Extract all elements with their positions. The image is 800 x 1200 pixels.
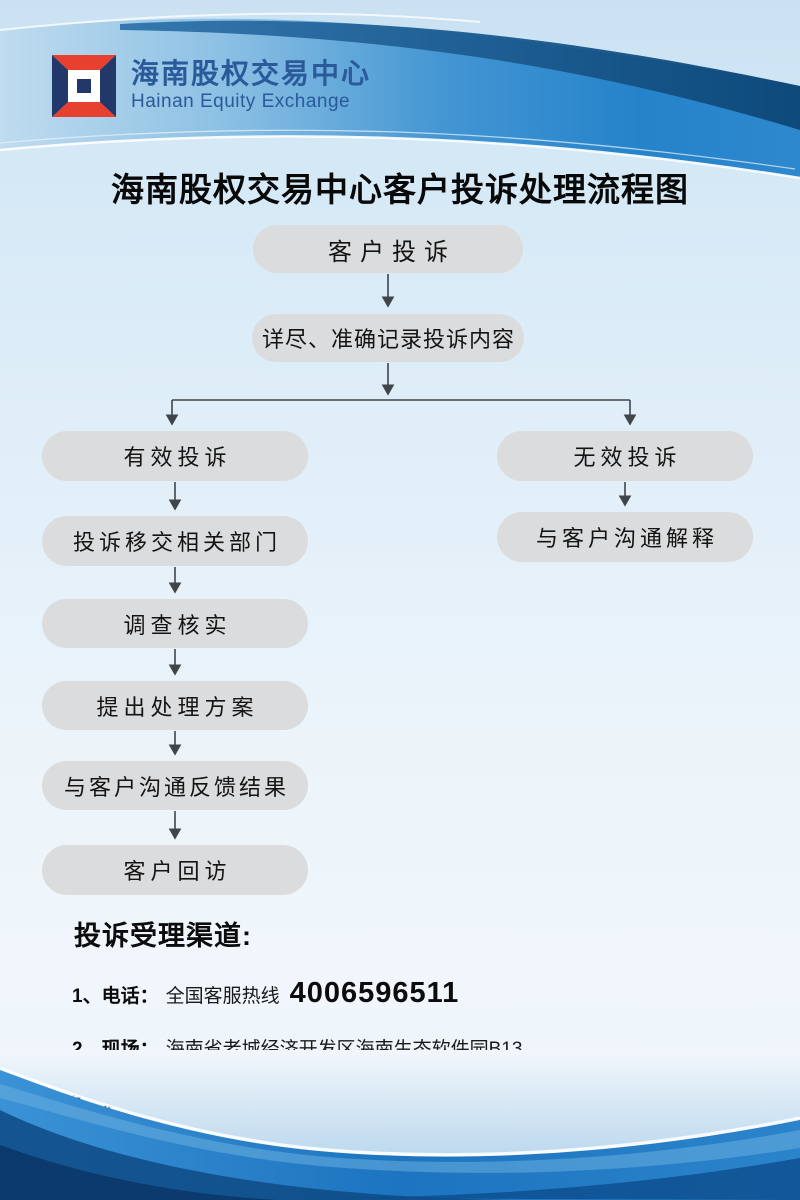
logo-name-en: Hainan Equity Exchange: [131, 90, 351, 112]
flow-node-feedback-result: 与客户沟通反馈结果: [42, 761, 308, 810]
flow-node-customer-complaint: 客户投诉: [253, 225, 523, 273]
logo-name-cn: 海南股权交易中心: [131, 57, 372, 89]
logo-text: 海南股权交易中心 Hainan Equity Exchange: [131, 57, 372, 114]
logo-mark-icon: [52, 55, 116, 117]
channel-phone-value: 4006596511: [289, 977, 460, 1009]
flow-node-propose-solution: 提出处理方案: [42, 681, 308, 730]
flow-node-explain-to-customer: 与客户沟通解释: [497, 512, 753, 562]
header-wave-graphic: [0, 12, 800, 180]
flow-node-transfer-department: 投诉移交相关部门: [42, 516, 308, 566]
flow-node-customer-followup: 客户回访: [42, 845, 308, 895]
flow-node-investigate-verify: 调查核实: [42, 599, 308, 648]
page-title: 海南股权交易中心客户投诉处理流程图: [111, 173, 689, 209]
channel-number: 1、: [72, 986, 102, 1007]
flow-node-valid-complaint: 有效投诉: [42, 431, 308, 481]
channel-text: 全国客服热线: [165, 986, 280, 1007]
channel-label: 电话：: [101, 986, 159, 1007]
channel-phone: 1、 电话： 全国客服热线 4006596511: [72, 977, 752, 1010]
footer-wave-graphic: [0, 1050, 800, 1200]
header-logo: 海南股权交易中心 Hainan Equity Exchange: [52, 55, 371, 117]
flow-node-invalid-complaint: 无效投诉: [497, 431, 753, 481]
channels-heading: 投诉受理渠道:: [74, 921, 252, 951]
flow-node-record-complaint: 详尽、准确记录投诉内容: [252, 314, 524, 362]
